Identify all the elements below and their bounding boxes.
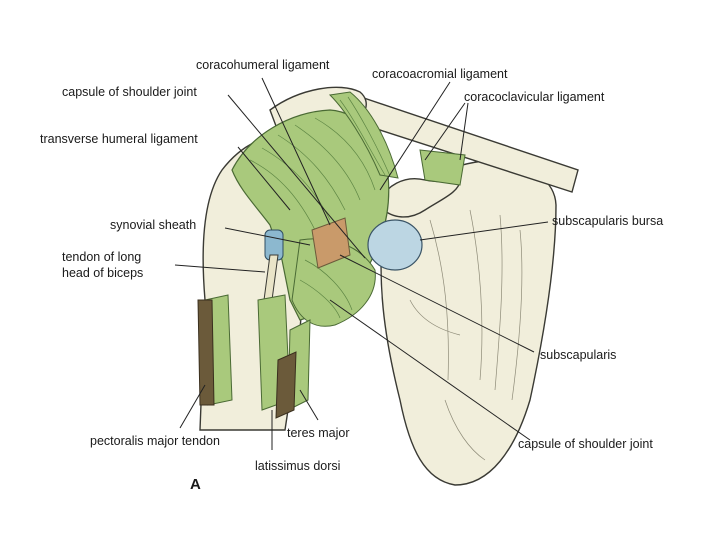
panel-letter: A xyxy=(190,476,201,493)
label-synovial-sheath: synovial sheath xyxy=(110,218,197,232)
label-tendon-of-long-head-line2: head of biceps xyxy=(62,266,144,280)
scapula-texture xyxy=(409,209,523,461)
label-pectoralis-major-tendon: pectoralis major tendon xyxy=(90,434,220,448)
label-subscapularis: subscapularis xyxy=(540,348,617,362)
label-transverse-humeral-ligament: transverse humeral ligament xyxy=(40,132,198,146)
coracoclavicular-ligament-band xyxy=(419,149,466,186)
teres-cut-surface xyxy=(275,351,297,419)
subscapularis-bursa xyxy=(367,219,423,271)
pectoralis-cut-surface xyxy=(197,299,215,406)
label-coracoclavicular-ligament: coracoclavicular ligament xyxy=(464,90,605,104)
label-subscapularis-bursa: subscapularis bursa xyxy=(552,214,664,228)
label-capsule-of-shoulder-joint-top: capsule of shoulder joint xyxy=(62,85,197,99)
label-coracoacromial-ligament: coracoacromial ligament xyxy=(372,67,508,81)
label-latissimus-dorsi: latissimus dorsi xyxy=(255,459,341,473)
label-coracohumeral-ligament: coracohumeral ligament xyxy=(196,58,330,72)
label-teres-major: teres major xyxy=(287,426,350,440)
label-capsule-of-shoulder-joint-bottom: capsule of shoulder joint xyxy=(518,437,653,451)
leader-lines xyxy=(174,77,549,450)
label-tendon-of-long-head-line1: tendon of long xyxy=(62,250,142,264)
